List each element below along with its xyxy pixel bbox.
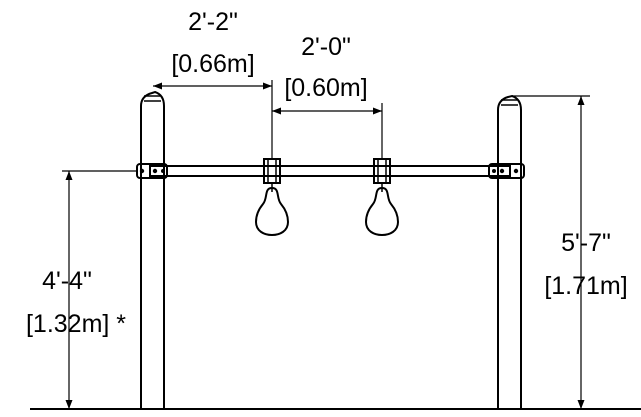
seat-spacing-dimension — [272, 103, 383, 159]
left-post — [140, 90, 165, 409]
pivot-spacing-imperial: 2'-2" — [188, 8, 238, 36]
post-height-imperial: 5'-7" — [561, 229, 611, 257]
seat-spacing-metric: [0.60m] — [284, 74, 367, 102]
bar-height-metric: [1.32m] * — [26, 310, 126, 338]
seat-spacing-imperial: 2'-0" — [301, 33, 351, 61]
horizontal-bar — [149, 165, 511, 177]
right-clamp — [488, 163, 525, 179]
pivot-spacing-metric: [0.66m] — [171, 50, 254, 78]
post-height-metric: [1.71m] — [544, 272, 627, 300]
right-post — [497, 94, 522, 409]
post-height-dimension — [512, 95, 590, 409]
pivot-spacing-dimension — [153, 80, 273, 159]
bar-height-dimension — [62, 170, 137, 409]
left-pear-seat — [254, 186, 290, 237]
bar-height-imperial: 4'-4" — [42, 267, 92, 295]
right-pear-seat — [364, 186, 400, 237]
